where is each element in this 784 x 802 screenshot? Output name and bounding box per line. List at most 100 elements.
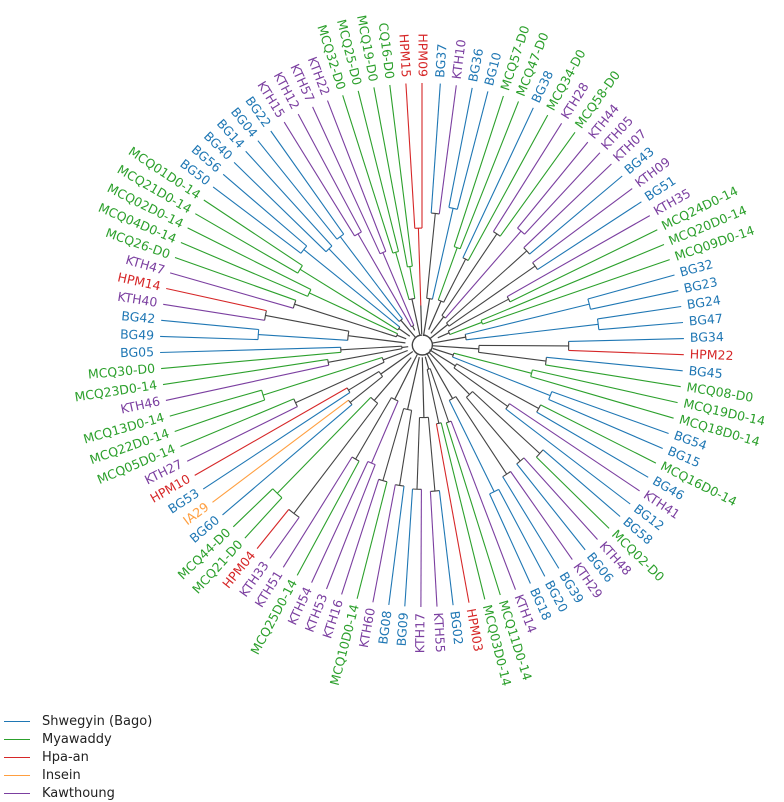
tree-branch bbox=[400, 410, 412, 485]
tree-branch bbox=[413, 326, 415, 330]
tree-connector bbox=[481, 320, 482, 324]
tree-branch bbox=[383, 409, 404, 481]
tree-connector bbox=[430, 491, 439, 492]
tree-branch bbox=[428, 417, 435, 491]
tree-branch bbox=[438, 333, 449, 338]
tree-branch bbox=[406, 84, 415, 229]
tree-connector bbox=[490, 489, 499, 494]
tree-branches bbox=[160, 83, 684, 607]
tree-branch bbox=[441, 423, 485, 600]
tree-branch bbox=[599, 323, 683, 330]
tree-branch bbox=[439, 85, 456, 214]
legend-item: Shwegyin (Bago) bbox=[4, 712, 224, 730]
tree-branch bbox=[408, 357, 420, 409]
leaf-label: KTH55 bbox=[431, 612, 448, 653]
legend-swatch bbox=[4, 757, 30, 758]
leaf-label: BG42 bbox=[121, 308, 156, 326]
tree-connector bbox=[503, 472, 511, 477]
leaf-label: BG02 bbox=[447, 610, 466, 645]
tree-branch bbox=[233, 489, 272, 527]
tree-connector bbox=[533, 263, 538, 270]
tree-branch bbox=[341, 346, 402, 350]
tree-branch bbox=[524, 164, 612, 248]
leaf-label: BG49 bbox=[120, 327, 154, 343]
leaf-label: BG24 bbox=[686, 292, 722, 312]
tree-branch bbox=[284, 122, 354, 236]
tree-branch bbox=[569, 350, 684, 354]
tree-branch bbox=[421, 306, 422, 335]
tree-connector bbox=[431, 213, 439, 214]
tree-branch bbox=[543, 450, 620, 517]
tree-branch bbox=[432, 346, 479, 349]
leaf-label: BG05 bbox=[120, 344, 154, 360]
tree-branch bbox=[160, 347, 341, 352]
tree-connector bbox=[348, 331, 349, 340]
tree-connector bbox=[427, 298, 433, 299]
tree-branch bbox=[329, 249, 399, 322]
tree-branch bbox=[450, 322, 482, 334]
tree-branch bbox=[430, 491, 437, 606]
tree-branch bbox=[374, 87, 408, 267]
tree-connector bbox=[379, 372, 383, 377]
tree-connector bbox=[412, 335, 432, 355]
tree-branch bbox=[479, 352, 547, 361]
tree-connector bbox=[258, 330, 259, 340]
leaf-label: HPM22 bbox=[690, 346, 734, 363]
legend-swatch bbox=[4, 775, 30, 776]
tree-branch bbox=[163, 359, 328, 384]
tree-branch bbox=[297, 461, 359, 575]
tree-branch bbox=[552, 392, 669, 434]
leaf-label: BG34 bbox=[690, 329, 724, 345]
legend-label: Shwegyin (Bago) bbox=[42, 714, 152, 729]
tree-branch bbox=[257, 509, 289, 548]
tree-branch bbox=[438, 248, 457, 300]
tree-branch bbox=[598, 307, 682, 319]
legend-swatch bbox=[4, 793, 30, 794]
tree-branch bbox=[296, 362, 385, 403]
leaf-label: BG45 bbox=[688, 363, 723, 381]
tree-branch bbox=[204, 200, 303, 266]
tree-branch bbox=[402, 347, 408, 348]
tree-branch bbox=[511, 472, 573, 560]
tree-branch bbox=[421, 489, 422, 607]
tree-branch bbox=[449, 400, 494, 491]
legend-swatch bbox=[4, 721, 30, 722]
tree-branch bbox=[161, 320, 259, 329]
leaf-label: KTH17 bbox=[412, 613, 427, 653]
tree-branch bbox=[328, 101, 386, 252]
legend-item: Myawaddy bbox=[4, 730, 224, 748]
tree-branch bbox=[424, 299, 430, 336]
tree-branch bbox=[442, 234, 497, 316]
tree-branch bbox=[161, 352, 341, 368]
tree-branch bbox=[358, 91, 398, 252]
tree-connector bbox=[448, 331, 450, 334]
leaf-label: BG09 bbox=[394, 612, 411, 647]
legend-label: Insein bbox=[42, 768, 81, 783]
tree-branch bbox=[181, 399, 294, 447]
tree-connector bbox=[328, 359, 329, 365]
tree-branch bbox=[427, 214, 436, 299]
tree-connector bbox=[409, 298, 415, 299]
tree-branch bbox=[436, 424, 469, 603]
tree-branch bbox=[518, 142, 588, 228]
tree-branch bbox=[454, 353, 532, 373]
tree-branch bbox=[270, 517, 299, 558]
tree-branch bbox=[263, 358, 382, 396]
tree-branch bbox=[349, 372, 380, 391]
tree-connector bbox=[355, 232, 362, 236]
tree-connector bbox=[479, 345, 480, 352]
tree-branch bbox=[304, 250, 400, 328]
tree-connector bbox=[598, 319, 599, 330]
tree-branch bbox=[507, 216, 650, 297]
tree-branch bbox=[466, 324, 598, 340]
tree-connector bbox=[537, 405, 541, 412]
tree-branch bbox=[536, 457, 609, 528]
tree-branch bbox=[410, 267, 415, 299]
legend-label: Hpa-an bbox=[42, 750, 89, 765]
tree-connector bbox=[301, 246, 307, 253]
tree-branch bbox=[429, 301, 441, 330]
tree-branch bbox=[372, 401, 399, 463]
tree-connector bbox=[449, 397, 456, 401]
leaf-label: HPM09 bbox=[416, 33, 431, 77]
tree-branch bbox=[538, 202, 642, 270]
